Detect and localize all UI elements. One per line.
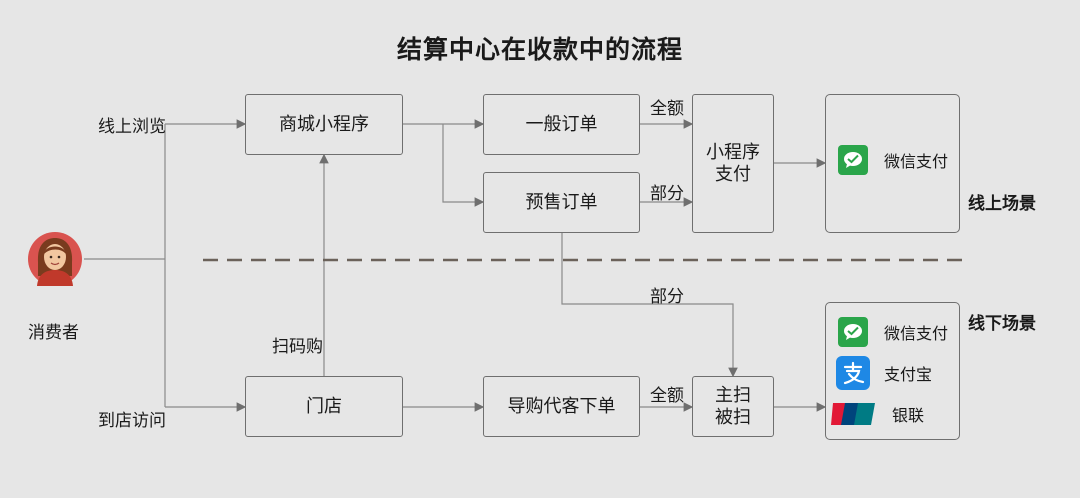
- offline-wechat-label: 微信支付: [884, 324, 949, 343]
- miniprogram-pay-box: 小程序 支付: [692, 94, 774, 233]
- general-order-label: 一般订单: [525, 113, 598, 135]
- general-order-box: 一般订单: [483, 94, 640, 155]
- scan-pay-line2: 被扫: [715, 406, 751, 428]
- online-wechat-row: 微信支付: [838, 145, 948, 175]
- miniprogram-pay-line2: 支付: [715, 163, 751, 185]
- offline-wechat-row: 微信支付: [838, 317, 948, 347]
- alipay-icon: [836, 356, 870, 390]
- edge-label-full-offline: 全额: [650, 386, 684, 406]
- presale-order-box: 预售订单: [483, 172, 640, 233]
- mall-miniprogram-box: 商城小程序: [245, 94, 403, 155]
- scan-pay-box: 主扫 被扫: [692, 376, 774, 437]
- wechat-pay-icon: [838, 145, 868, 175]
- edge-label-scan-buy: 扫码购: [272, 337, 323, 357]
- mall-miniprogram-label: 商城小程序: [279, 113, 369, 135]
- scene-label-online: 线上场景: [968, 194, 1036, 214]
- offline-alipay-row: 支付宝: [836, 356, 932, 390]
- online-wechat-label: 微信支付: [884, 152, 949, 171]
- consumer-label: 消费者: [28, 323, 79, 343]
- presale-order-label: 预售订单: [525, 191, 598, 213]
- edge-presale-scan: [561, 233, 738, 378]
- offline-unionpay-row: 银联: [831, 401, 924, 427]
- edge-mall-presale: [442, 124, 485, 207]
- store-box: 门店: [245, 376, 403, 437]
- unionpay-icon: [831, 403, 875, 425]
- edge-label-partial-online: 部分: [650, 184, 684, 204]
- scene-label-offline: 线下场景: [968, 314, 1036, 334]
- guide-order-label: 导购代客下单: [507, 395, 616, 417]
- scan-pay-line1: 主扫: [715, 384, 751, 406]
- offline-unionpay-label: 银联: [892, 406, 925, 425]
- store-label: 门店: [306, 395, 342, 417]
- edge-label-online-browse: 线上浏览: [98, 117, 166, 137]
- edge-label-partial-cross: 部分: [650, 287, 684, 307]
- offline-alipay-label: 支付宝: [884, 365, 933, 384]
- page-title: 结算中心在收款中的流程: [396, 35, 683, 64]
- wechat-pay-icon: [838, 317, 868, 347]
- consumer-avatar-icon: [28, 232, 82, 286]
- edge-label-full-online: 全额: [650, 99, 684, 119]
- miniprogram-pay-line1: 小程序: [706, 141, 760, 163]
- edge-label-store-visit: 到店访问: [98, 411, 166, 431]
- guide-order-box: 导购代客下单: [483, 376, 640, 437]
